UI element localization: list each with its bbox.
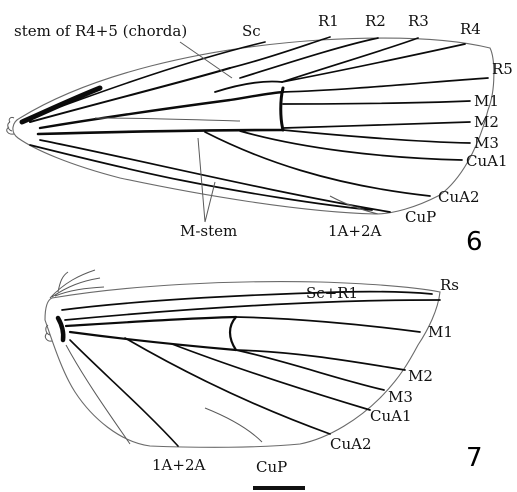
vein-1a2a-hw: [70, 340, 178, 446]
vein-sc: [30, 42, 265, 118]
vein-m1-hw: [236, 317, 420, 332]
label-chorda: stem of R4+5 (chorda): [14, 22, 187, 40]
vein-m2-hw: [236, 350, 405, 370]
forewing-margin: [13, 38, 494, 214]
label-m2-hw: M2: [408, 367, 433, 385]
vein-cua1-hw: [172, 344, 370, 410]
vein-cup-hw: [205, 408, 262, 442]
label-1a2a: 1A+2A: [328, 222, 381, 240]
vein-anal-hw: [66, 345, 130, 444]
label-scr1: Sc+R1: [306, 284, 358, 302]
label-1a2a-hw: 1A+2A: [152, 456, 205, 474]
vein-m1: [283, 101, 470, 104]
vein-m3: [283, 130, 470, 143]
label-m2: M2: [474, 113, 499, 131]
scale-bar: [253, 486, 305, 490]
vein-r1: [230, 37, 330, 68]
vein-cell-lower-hw: [70, 332, 236, 350]
vein-cua2-hw: [125, 338, 330, 434]
vein-cell-closing: [281, 88, 283, 130]
vein-m2: [283, 122, 470, 128]
label-m1: M1: [474, 92, 499, 110]
label-m1-hw: M1: [428, 323, 453, 341]
label-r4: R4: [460, 20, 481, 38]
label-rs: Rs: [440, 276, 459, 294]
label-cua2-hw: CuA2: [330, 435, 372, 453]
label-cua1: CuA1: [466, 152, 508, 170]
forewing-figure-6: stem of R4+5 (chorda) Sc R1 R2 R3 R4 R5 …: [7, 12, 513, 257]
label-m-stem: M-stem: [180, 222, 237, 240]
label-r2: R2: [365, 12, 386, 30]
label-r1: R1: [318, 12, 339, 30]
vein-cua2: [205, 132, 430, 196]
label-r5: R5: [492, 60, 513, 78]
hindwing-base: [58, 318, 63, 340]
label-cup: CuP: [405, 208, 436, 226]
label-sc: Sc: [242, 22, 261, 40]
vein-m-stem: [95, 118, 240, 121]
label-r3: R3: [408, 12, 429, 30]
label-cua1-hw: CuA1: [370, 407, 412, 425]
label-m3-hw: M3: [388, 388, 413, 406]
leader-m-stem: [198, 138, 215, 222]
vein-cell-closing-hw: [230, 317, 236, 350]
hindwing-figure-7: Sc+R1 Rs M1 M2 M3 CuA1 CuA2 CuP 1A+2A 7: [45, 270, 483, 476]
figure-number-6: 6: [466, 227, 483, 257]
leader-chorda: [180, 42, 232, 78]
vein-r5: [283, 78, 488, 92]
vein-r4: [282, 44, 465, 82]
label-cua2: CuA2: [438, 188, 480, 206]
label-cup-hw: CuP: [256, 458, 287, 476]
vein-chorda: [215, 81, 282, 92]
label-m3: M3: [474, 134, 499, 152]
figure-number-7: 7: [466, 443, 483, 473]
